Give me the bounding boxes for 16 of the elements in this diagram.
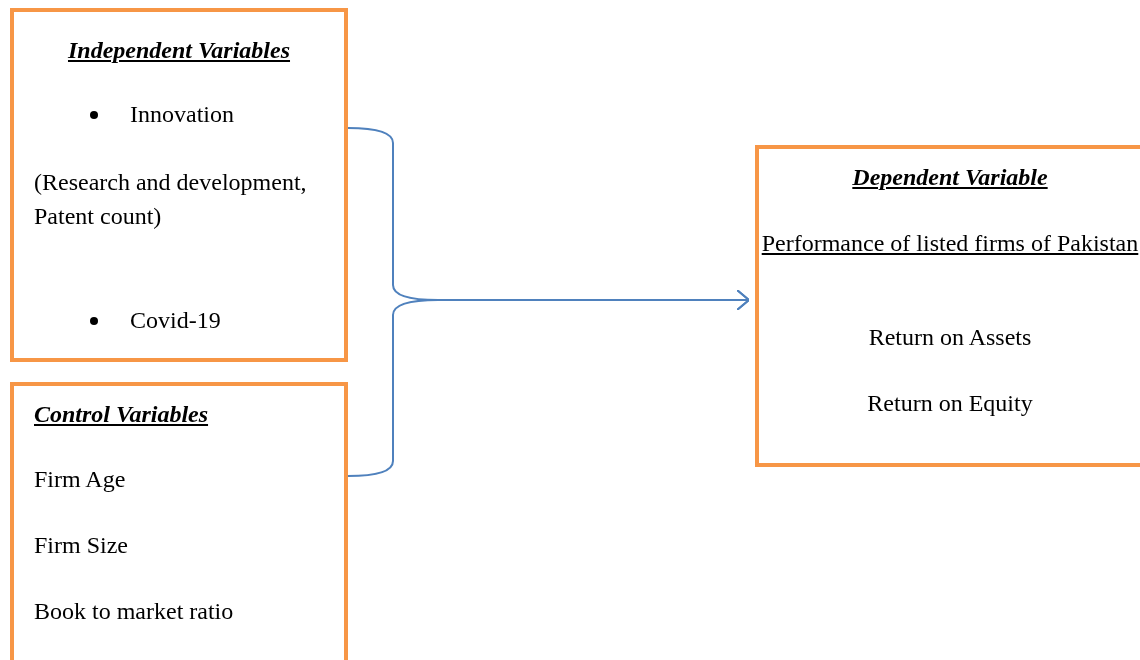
list-item: Innovation [130, 100, 235, 129]
variable-text: Firm Age [34, 465, 127, 494]
variable-text: Performance of listed firms of Pakistan [760, 229, 1140, 258]
variable-text: (Research and development, Patent count) [34, 168, 308, 231]
variable-box [755, 145, 1140, 467]
heading: Control Variables [34, 400, 210, 429]
brace-arrow [347, 289, 750, 477]
variable-text: Return on Assets [867, 323, 1033, 352]
list-item: Covid-19 [130, 306, 222, 335]
heading: Independent Variables [67, 36, 291, 65]
variable-text: Book to market ratio [34, 597, 235, 626]
variable-text: Firm Size [34, 531, 129, 560]
variable-text: Return on Equity [866, 389, 1034, 418]
variable-box [10, 382, 348, 660]
variable-box [10, 8, 348, 362]
heading: Dependent Variable [851, 163, 1049, 192]
